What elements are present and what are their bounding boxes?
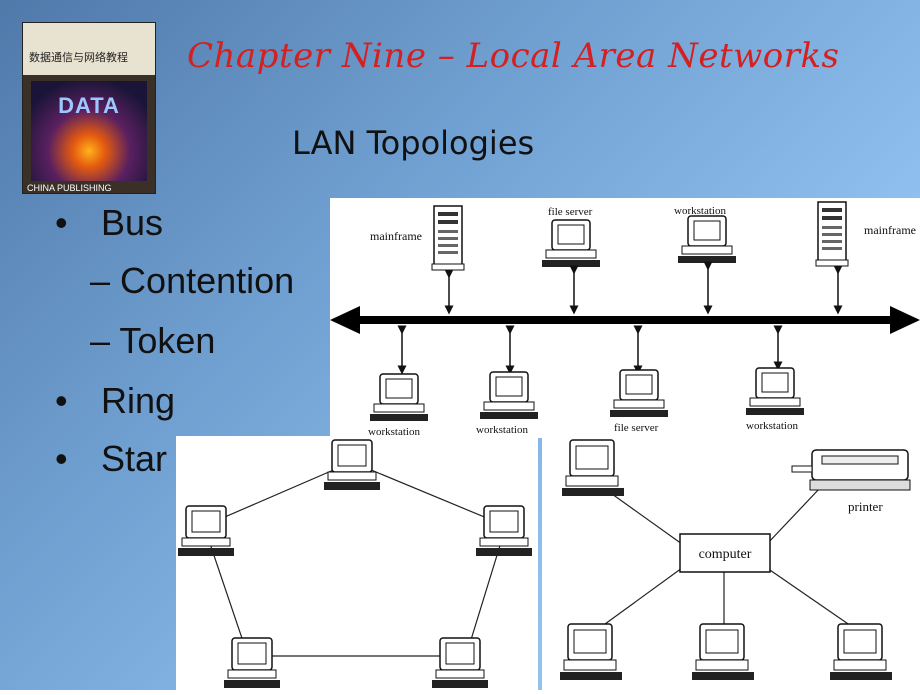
bullet-contention: – Contention — [90, 260, 295, 301]
book-cover-top — [23, 23, 155, 75]
printer-icon — [791, 449, 911, 491]
ring-workstation-icon — [177, 505, 235, 557]
page-subtitle: LAN Topologies — [292, 124, 535, 162]
bus-topology-diagram: mainframe file server workstation mainfr… — [330, 198, 920, 438]
bus-top-label-4: mainframe — [864, 223, 916, 237]
file-server-icon — [609, 369, 669, 418]
bus-bottom-label-1: workstation — [368, 426, 420, 438]
ring-diagram-svg — [177, 439, 533, 689]
file-server-icon — [541, 219, 601, 268]
star-topology-diagram: computer printer — [542, 436, 920, 690]
page-title: Chapter Nine – Local Area Networks — [187, 36, 840, 76]
star-workstation-icon — [829, 623, 893, 681]
star-diagram-svg: computer printer — [559, 439, 911, 681]
bus-top-label-1: mainframe — [370, 229, 422, 243]
ring-workstation-icon — [431, 637, 489, 689]
bus-bottom-label-4: workstation — [746, 420, 798, 432]
star-workstation-icon — [691, 623, 755, 681]
workstation-icon — [479, 371, 539, 420]
bus-right-arrow — [890, 306, 920, 334]
ring-links — [203, 461, 507, 657]
mainframe-icon — [431, 205, 465, 271]
bullet-bus: •Bus — [55, 202, 164, 243]
mainframe-icon — [815, 201, 849, 267]
ring-workstation-icon — [323, 439, 381, 491]
bus-bottom-label-3: file server — [614, 422, 659, 434]
book-cover-image: 数据通信与网络教程 DATA CHINA PUBLISHING — [22, 22, 156, 194]
bus-top-label-2: file server — [548, 206, 593, 218]
workstation-icon — [677, 215, 737, 264]
book-cover-art — [31, 81, 147, 181]
workstation-icon — [369, 373, 429, 422]
star-hub-box — [679, 533, 771, 573]
book-art-text: DATA — [58, 93, 120, 118]
book-publisher: CHINA PUBLISHING — [27, 183, 112, 193]
ring-workstation-icon — [475, 505, 533, 557]
printer-label: printer — [848, 499, 883, 514]
bullet-star: •Star — [55, 438, 168, 479]
bus-top-label-3: workstation — [674, 205, 726, 217]
star-workstation-icon — [561, 439, 625, 497]
bullet-token: – Token — [90, 320, 216, 361]
book-title-cn: 数据通信与网络教程 — [29, 51, 128, 64]
star-hub-label: computer — [699, 547, 752, 562]
star-workstation-icon — [559, 623, 623, 681]
workstation-icon — [745, 367, 805, 416]
ring-workstation-icon — [223, 637, 281, 689]
bus-left-arrow — [330, 306, 360, 334]
bus-diagram-svg: mainframe file server workstation mainfr… — [330, 201, 920, 438]
bullet-ring: •Ring — [55, 380, 176, 421]
ring-topology-diagram — [176, 436, 538, 690]
bus-bottom-label-2: workstation — [476, 424, 528, 436]
